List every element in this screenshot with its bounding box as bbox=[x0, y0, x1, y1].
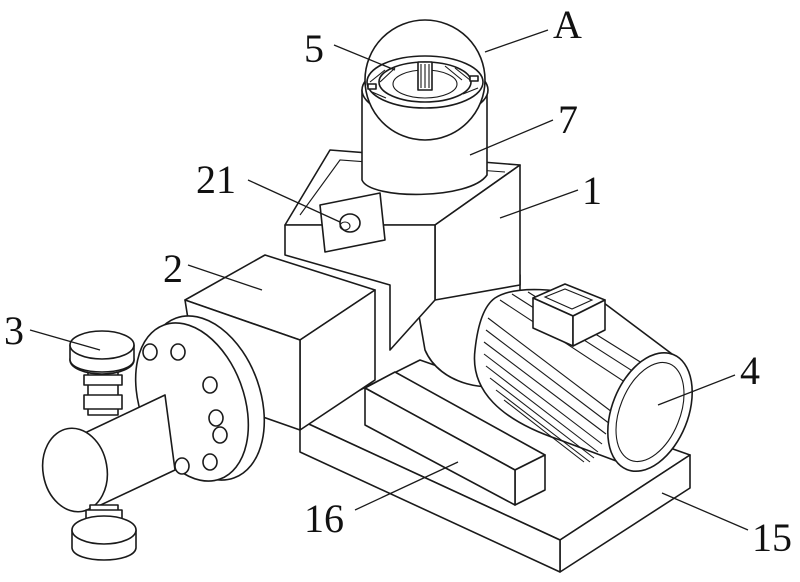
pump-arm bbox=[184, 254, 376, 431]
leader-16 bbox=[354, 461, 459, 511]
flange-bolts bbox=[142, 343, 228, 475]
leader-15 bbox=[661, 492, 749, 531]
leader-3 bbox=[29, 329, 101, 351]
callout-7: 7 bbox=[558, 97, 578, 142]
callout-21: 21 bbox=[196, 157, 236, 202]
leader-A bbox=[484, 29, 549, 53]
callout-4: 4 bbox=[740, 348, 760, 393]
callout-5: 5 bbox=[304, 26, 324, 71]
callout-A: A bbox=[553, 2, 582, 47]
callout-1: 1 bbox=[582, 168, 602, 213]
leader-4 bbox=[657, 374, 736, 406]
callout-3: 3 bbox=[4, 308, 24, 353]
leader-lines bbox=[29, 29, 749, 531]
callout-15: 15 bbox=[752, 515, 792, 560]
leader-21 bbox=[247, 179, 341, 223]
leader-2 bbox=[187, 264, 263, 291]
upper-cylinder bbox=[361, 19, 489, 196]
callout-labels: 5 A 7 21 1 2 3 4 16 15 bbox=[4, 2, 792, 560]
callout-2: 2 bbox=[163, 246, 183, 291]
leader-1 bbox=[499, 189, 579, 219]
callout-16: 16 bbox=[304, 496, 344, 541]
leader-7 bbox=[469, 119, 554, 156]
pump-head bbox=[41, 330, 176, 561]
gauge-hatching bbox=[369, 65, 479, 99]
mounting-rail bbox=[364, 371, 546, 506]
leader-5 bbox=[333, 44, 396, 71]
